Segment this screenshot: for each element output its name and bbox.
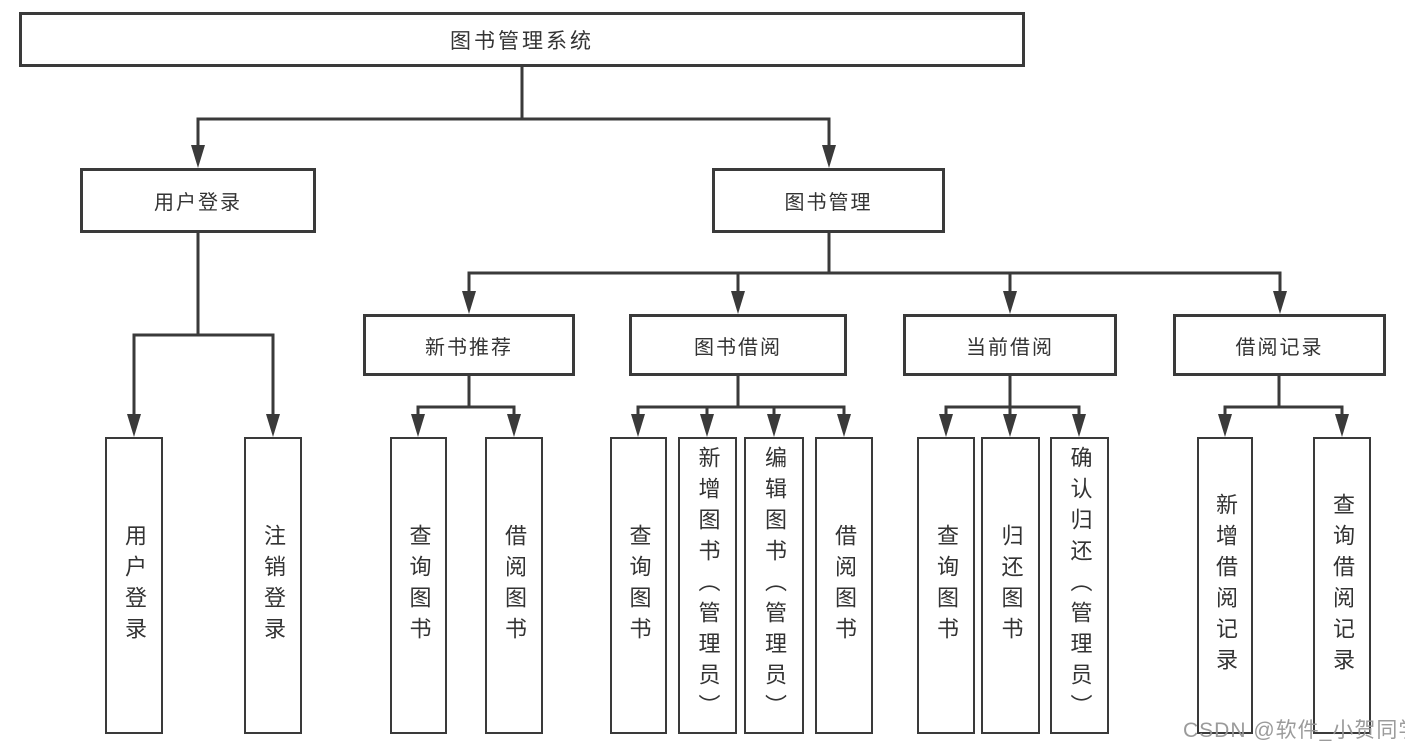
leaf-add-book-admin: 新增图书（管理员） (678, 437, 737, 734)
node-label: 新增借阅记录 (1213, 492, 1238, 679)
node-label: 查询图书 (406, 523, 432, 648)
node-borrow-records: 借阅记录 (1173, 314, 1386, 376)
csdn-watermark: CSDN @软件_小贺同学 (1183, 719, 1405, 742)
node-user-login: 用户登录 (80, 168, 316, 233)
node-label: 图书管理 (784, 192, 873, 214)
leaf-query-book-current: 查询图书 (917, 437, 975, 734)
node-new-book-recommend: 新书推荐 (363, 314, 575, 376)
node-label: 归还图书 (998, 523, 1024, 648)
node-label: 确认归还（管理员） (1067, 446, 1093, 725)
leaf-query-book-recommend: 查询图书 (390, 437, 447, 734)
leaf-return-book: 归还图书 (981, 437, 1040, 734)
node-label: 借阅记录 (1235, 336, 1324, 359)
node-label: 图书借阅 (694, 336, 782, 359)
node-label: 查询图书 (626, 523, 652, 648)
node-label: 借阅图书 (502, 523, 527, 648)
node-label: 新书推荐 (425, 336, 513, 359)
node-book-management: 图书管理 (712, 168, 945, 233)
node-label: 当前借阅 (966, 336, 1054, 359)
node-book-borrow: 图书借阅 (629, 314, 847, 376)
node-label: 注销登录 (261, 523, 286, 648)
leaf-user-login: 用户登录 (105, 437, 163, 734)
node-library-management-system: 图书管理系统 (19, 12, 1025, 67)
leaf-query-book-borrow: 查询图书 (610, 437, 667, 734)
leaf-borrow-book: 借阅图书 (815, 437, 873, 734)
node-label: 查询图书 (934, 523, 959, 648)
node-current-borrow: 当前借阅 (903, 314, 1117, 376)
leaf-confirm-return-admin: 确认归还（管理员） (1050, 437, 1109, 734)
leaf-add-borrow-record: 新增借阅记录 (1197, 437, 1253, 734)
node-label: 查询借阅记录 (1330, 492, 1355, 679)
node-label: 借阅图书 (832, 523, 857, 648)
node-label: 图书管理系统 (450, 29, 594, 53)
node-label: 用户登录 (154, 192, 242, 214)
node-label: 新增图书（管理员） (695, 446, 721, 725)
leaf-logout-login: 注销登录 (244, 437, 302, 734)
node-label: 编辑图书（管理员） (762, 446, 787, 725)
node-label: 用户登录 (122, 523, 147, 648)
leaf-borrow-book-recommend: 借阅图书 (485, 437, 543, 734)
leaf-edit-book-admin: 编辑图书（管理员） (744, 437, 804, 734)
leaf-query-borrow-record: 查询借阅记录 (1313, 437, 1371, 734)
